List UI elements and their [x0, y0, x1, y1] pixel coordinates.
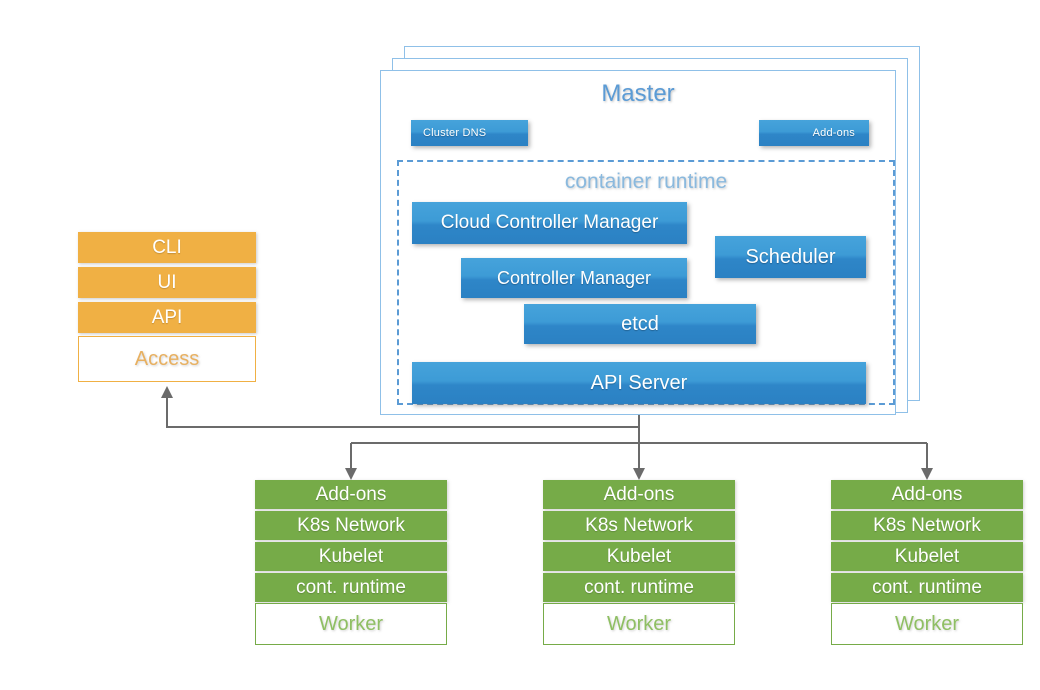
worker-row-k8s-network[interactable]: K8s Network: [543, 511, 735, 540]
worker-node-2: Add-ons K8s Network Kubelet cont. runtim…: [543, 480, 735, 652]
access-panel-label: Access: [78, 336, 256, 382]
worker-row-kubelet[interactable]: Kubelet: [543, 542, 735, 571]
access-panel: CLI UI API Access: [78, 232, 256, 390]
worker-node-label: Worker: [255, 603, 447, 645]
scheduler-block[interactable]: Scheduler: [715, 236, 866, 278]
worker-row-cont-runtime[interactable]: cont. runtime: [831, 573, 1023, 602]
worker-row-add-ons[interactable]: Add-ons: [543, 480, 735, 509]
worker-row-cont-runtime[interactable]: cont. runtime: [543, 573, 735, 602]
worker-row-k8s-network[interactable]: K8s Network: [255, 511, 447, 540]
master-addons-block[interactable]: Add-ons: [759, 120, 869, 146]
api-server-block[interactable]: API Server: [412, 362, 866, 404]
worker-node-1: Add-ons K8s Network Kubelet cont. runtim…: [255, 480, 447, 652]
worker-row-add-ons[interactable]: Add-ons: [255, 480, 447, 509]
arrow-apiserver-to-access: [161, 386, 639, 428]
access-row-cli[interactable]: CLI: [78, 232, 256, 263]
controller-manager-block[interactable]: Controller Manager: [461, 258, 687, 298]
cloud-controller-manager-block[interactable]: Cloud Controller Manager: [412, 202, 687, 244]
worker-node-label: Worker: [543, 603, 735, 645]
worker-node-3: Add-ons K8s Network Kubelet cont. runtim…: [831, 480, 1023, 652]
worker-row-cont-runtime[interactable]: cont. runtime: [255, 573, 447, 602]
worker-node-label: Worker: [831, 603, 1023, 645]
worker-row-add-ons[interactable]: Add-ons: [831, 480, 1023, 509]
container-runtime-label: container runtime: [564, 170, 728, 193]
master-title: Master: [601, 80, 675, 107]
container-runtime-boundary: [397, 160, 895, 405]
access-row-api[interactable]: API: [78, 302, 256, 333]
worker-row-kubelet[interactable]: Kubelet: [831, 542, 1023, 571]
worker-row-k8s-network[interactable]: K8s Network: [831, 511, 1023, 540]
worker-row-kubelet[interactable]: Kubelet: [255, 542, 447, 571]
etcd-block[interactable]: etcd: [524, 304, 756, 344]
access-row-ui[interactable]: UI: [78, 267, 256, 298]
cluster-dns-block[interactable]: Cluster DNS: [411, 120, 528, 146]
